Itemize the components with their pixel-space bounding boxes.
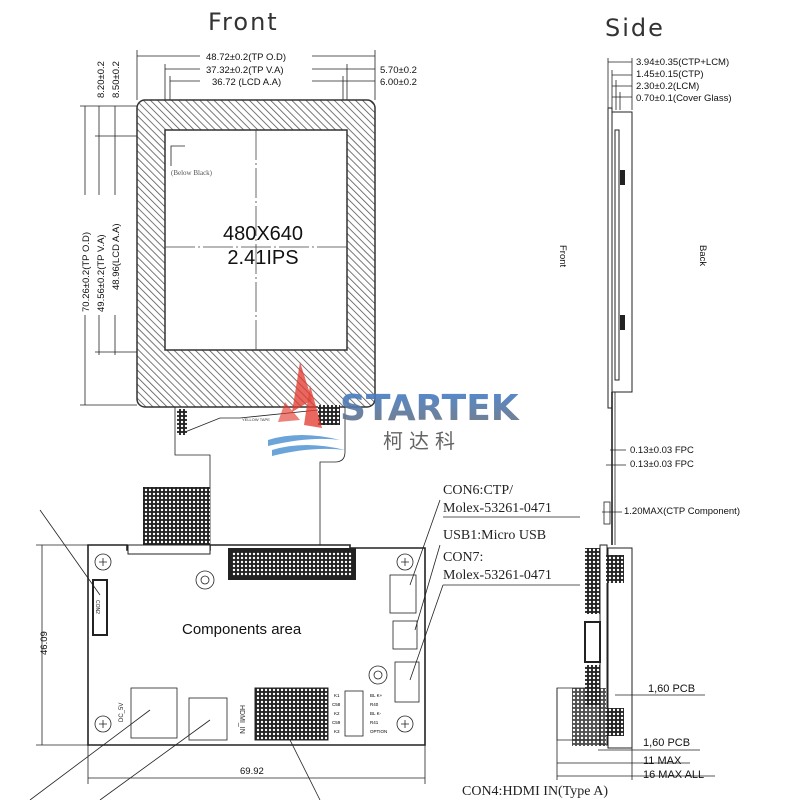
front-title: Front xyxy=(208,8,279,36)
dim-tp-va-width: 37.32±0.2(TP V.A) xyxy=(206,65,284,76)
config-pads: K1 C58 K2 C59 K3 BL K+ R40 BL K- R41 OPT… xyxy=(332,690,387,737)
side-title: Side xyxy=(605,14,665,42)
resolution-label: 480X640 xyxy=(223,223,303,245)
pcb-board: CON2 Components area DC_5V HDMI_IN K1 C5… xyxy=(87,544,426,746)
pcb-dimensions: 46.09 69.92 xyxy=(29,509,426,800)
mount-hole-bl xyxy=(94,715,112,733)
con4-callout: CON4:HDMI IN(Type A) xyxy=(462,784,608,799)
usb1-callout: USB1:Micro USB xyxy=(443,528,546,543)
side-fpc-1: 0.13±0.03 FPC xyxy=(630,445,694,456)
side-ctp-component: 1.20MAX(CTP Component) xyxy=(624,506,740,517)
panel-size-label: 2.41IPS xyxy=(227,247,298,269)
pad-label: K1 xyxy=(334,693,340,698)
logo-chinese: 柯达科 xyxy=(383,429,461,453)
con7-part-callout: Molex-53261-0471 xyxy=(443,568,552,583)
dim-right-offset-1: 5.70±0.2 xyxy=(380,65,417,76)
hdmi-in-label: HDMI_IN xyxy=(238,705,245,734)
connector-callouts: CON6:CTP/ Molex-53261-0471 USB1:Micro US… xyxy=(409,483,608,799)
logo-text: STARTEK xyxy=(340,388,520,429)
side-view: 3.94±0.35(CTP+LCM) 1.45±0.15(CTP) 2.30±0… xyxy=(556,57,740,781)
dc-5v-label: DC_5V xyxy=(119,703,125,722)
side-16-max-all: 16 MAX ALL xyxy=(643,769,704,781)
pad-label: K2 xyxy=(334,711,340,716)
pad-label: R40 xyxy=(370,702,379,707)
con6-part-callout: Molex-53261-0471 xyxy=(443,501,552,516)
dim-tp-va-height: 49.56±0.2(TP V.A) xyxy=(96,234,107,312)
yellow-tape-note: YELLOW TAPE xyxy=(242,417,270,422)
dim-top-offset-1: 8.20±0.2 xyxy=(96,61,107,98)
startek-logo: STARTEK 柯达科 xyxy=(268,362,520,456)
pad-label: C58 xyxy=(332,702,341,707)
dim-lcd-aa-height: 48.96(LCD A.A) xyxy=(111,223,122,290)
side-pcb-1: 1,60 PCB xyxy=(648,683,695,695)
con6-callout: CON6:CTP/ xyxy=(443,483,513,498)
side-front-label: Front xyxy=(557,245,568,268)
dim-tp-od-height: 70.26±0.2(TP O.D) xyxy=(81,232,92,312)
pad-label: K3 xyxy=(334,729,340,734)
side-pcb-2: 1,60 PCB xyxy=(643,737,690,749)
pad-label: R41 xyxy=(370,720,379,725)
mount-hole-br xyxy=(396,715,414,733)
pad-label: OPTION xyxy=(370,729,387,734)
fpc-tail: YELLOW TAPE xyxy=(143,405,346,545)
below-black-note: (Below Black) xyxy=(171,169,213,177)
side-dim-lcm: 2.30±0.2(LCM) xyxy=(636,81,699,92)
dim-tp-od-width: 48.72±0.2(TP O.D) xyxy=(206,52,286,63)
pad-label: BL K- xyxy=(370,711,382,716)
con7-callout: CON7: xyxy=(443,550,483,565)
side-back-label: Back xyxy=(697,245,708,266)
side-11-max: 11 MAX xyxy=(643,755,682,767)
side-dim-ctp-lcm: 3.94±0.35(CTP+LCM) xyxy=(636,57,729,68)
front-top-dimensions: 48.72±0.2(TP O.D) 37.32±0.2(TP V.A) 36.7… xyxy=(136,50,417,140)
side-dim-cover-glass: 0.70±0.1(Cover Glass) xyxy=(636,93,732,104)
mount-hole-tl xyxy=(94,553,112,571)
dim-top-offset-2: 8.50±0.2 xyxy=(111,61,122,98)
pcb-width-dim: 69.92 xyxy=(240,766,264,777)
mount-hole-tr xyxy=(396,553,414,571)
side-dim-ctp: 1.45±0.15(CTP) xyxy=(636,69,704,80)
side-fpc-2: 0.13±0.03 FPC xyxy=(630,459,694,470)
front-lcd-panel: (Below Black) 480X640 2.41IPS xyxy=(136,99,376,408)
dim-right-offset-2: 6.00±0.2 xyxy=(380,77,417,88)
pcb-height-dim: 46.09 xyxy=(39,631,50,655)
components-area-label: Components area xyxy=(182,621,302,638)
pad-label: C59 xyxy=(332,720,341,725)
dim-lcd-aa-width: 36.72 (LCD A.A) xyxy=(212,77,281,88)
front-left-dimensions: 70.26±0.2(TP O.D) 49.56±0.2(TP V.A) 48.9… xyxy=(79,61,165,406)
con2-label: CON2 xyxy=(94,600,100,614)
pad-label: BL K+ xyxy=(370,693,383,698)
